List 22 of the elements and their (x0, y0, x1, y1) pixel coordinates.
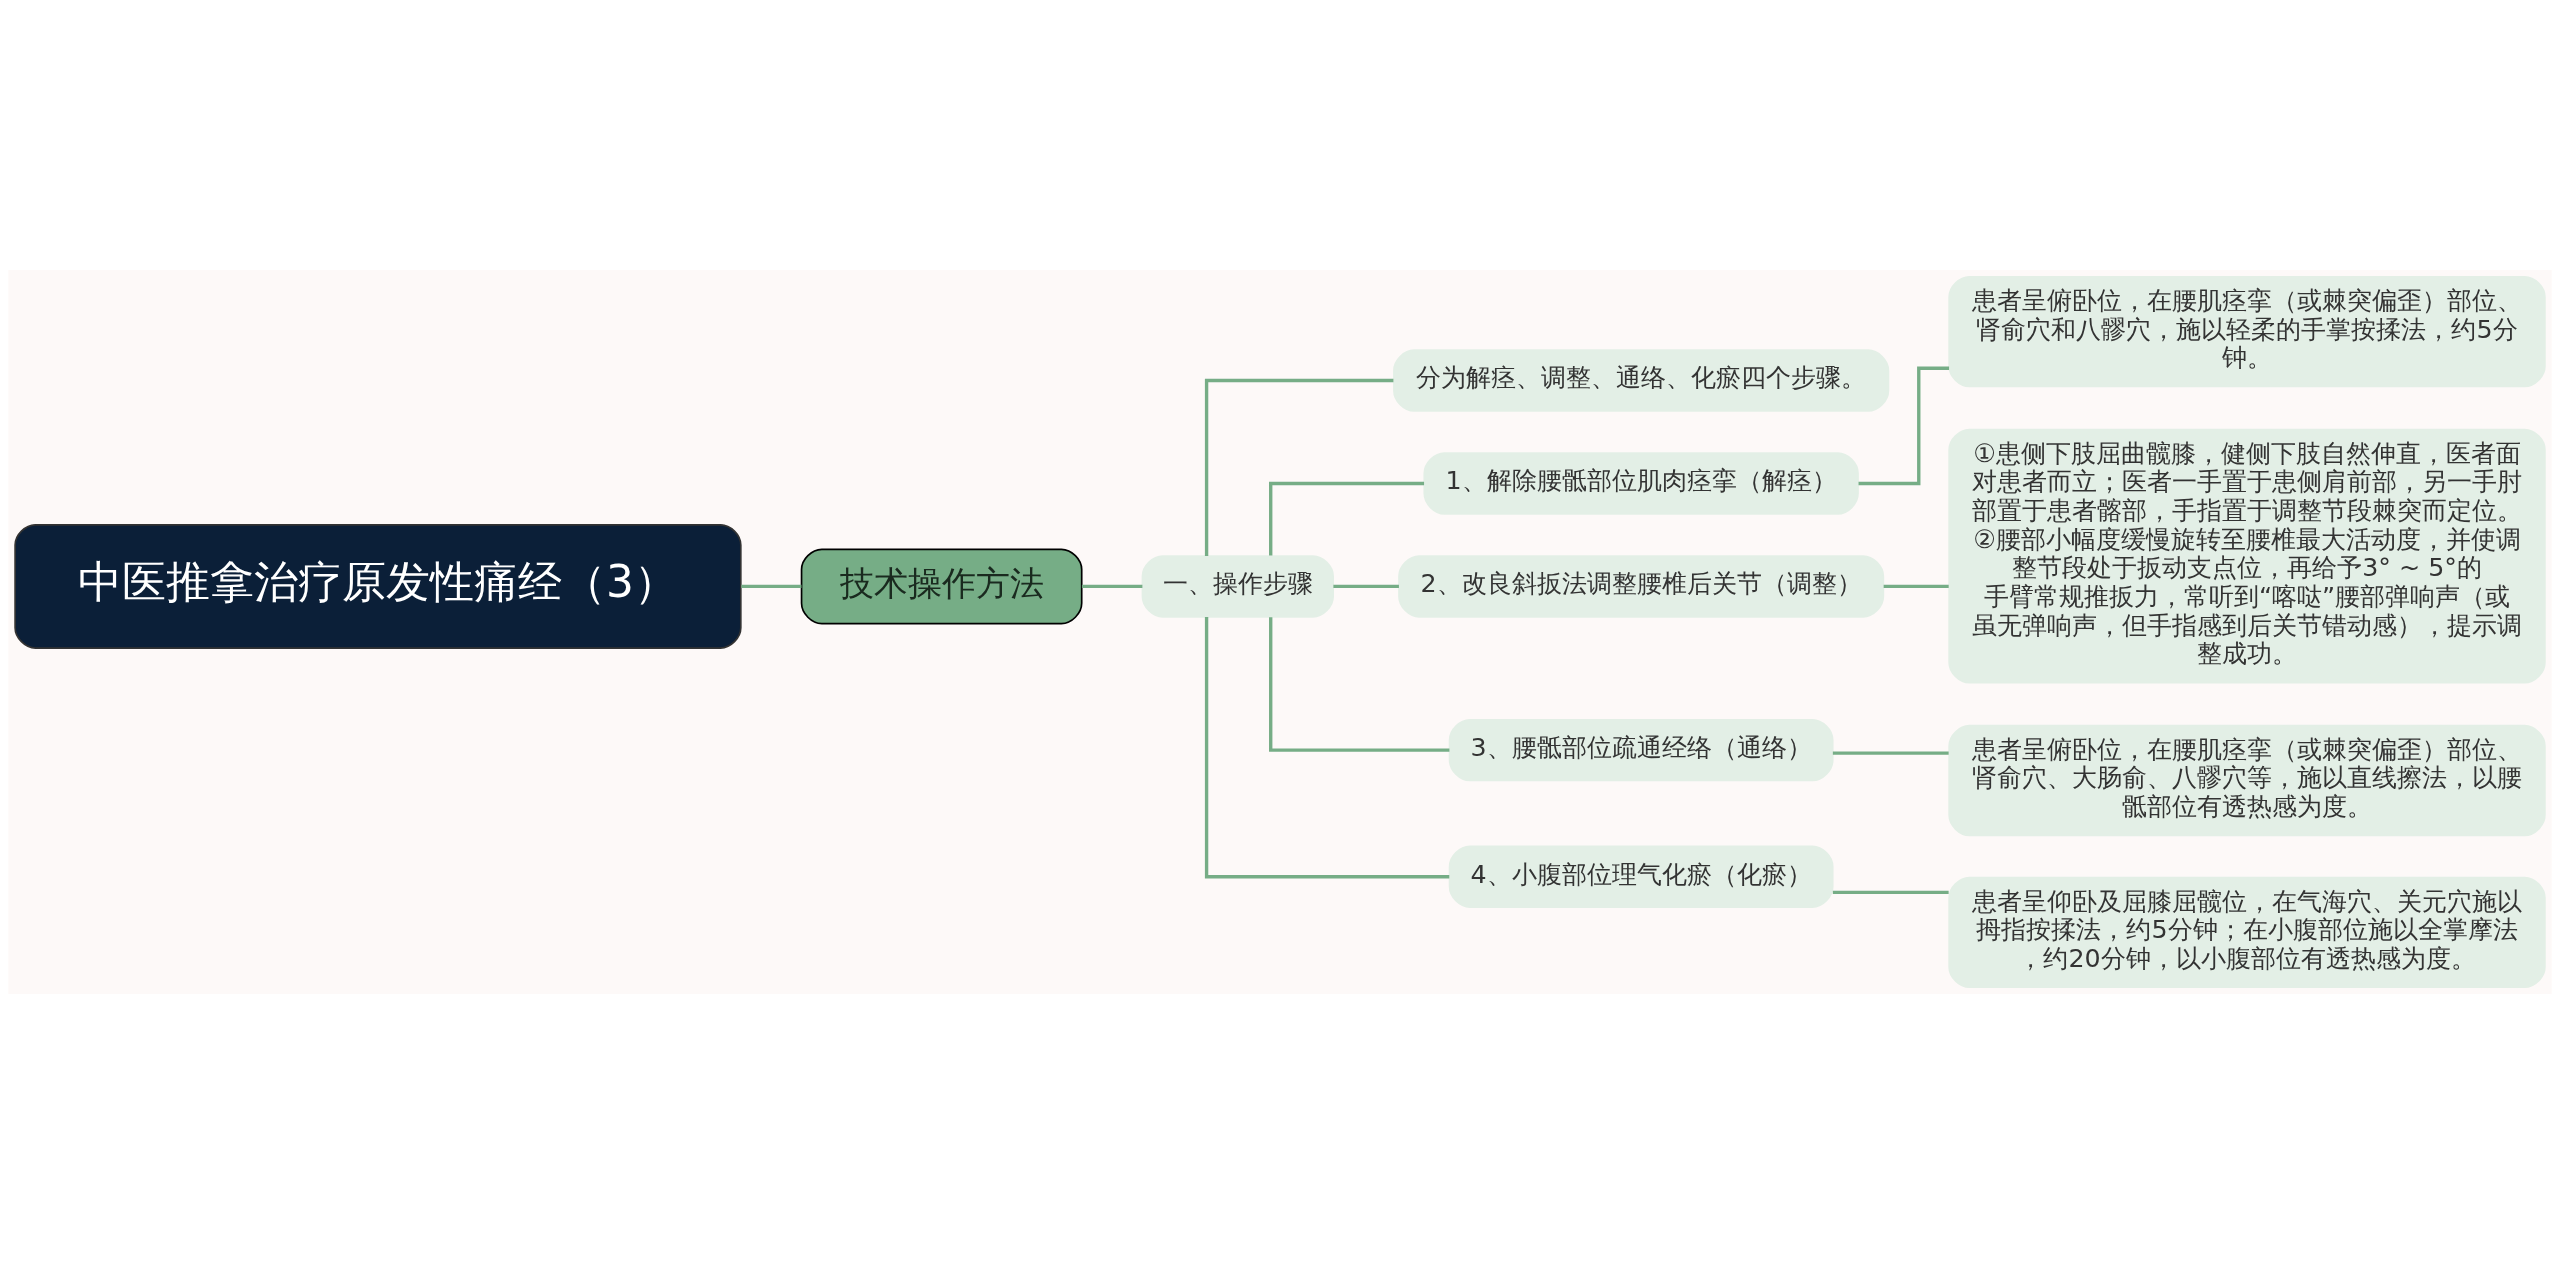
connector (1333, 584, 1399, 588)
connector (1269, 481, 1425, 556)
connector (1832, 750, 1949, 755)
node-box: 患者呈俯卧位，在腰肌痉挛（或棘突偏歪）部位、肾俞穴和八髎穴，施以轻柔的手掌按揉法，约5分钟。 (1948, 275, 2546, 387)
connector (1269, 616, 1450, 752)
node-box: 患者呈俯卧位，在腰肌痉挛（或棘突偏歪）部位、肾俞穴、大肠俞、八髎穴等，施以直线擦法，以腰骶部位有透热感为度。 (1948, 724, 2546, 836)
node-box: 分为解痉、调整、通络、化瘀四个步骤。 (1393, 348, 1890, 412)
connector (741, 584, 802, 588)
connector (1204, 378, 1394, 556)
node-box: ①患侧下肢屈曲髋膝，健侧下肢自然伸直，医者面对患者而立；医者一手置于患侧肩前部，另一手肘部置于患者髂部，手指置于调整节段棘突而定位。②腰部小幅度缓慢旋转至腰椎最大活动度，并使调整节段处于扳动支点位，再给予3° ~ 5°的手臂常规推扳力，常听到“喀哒”腰部弹响声（或虽无弹响声，但手指感到后关节错动感），提示调整成功。 (1948, 428, 2546, 683)
connector (1883, 584, 1949, 588)
connector (1832, 890, 1949, 894)
node-box: 1、解除腰骶部位肌肉痉挛（解痉） (1423, 451, 1859, 515)
node-box: 患者呈仰卧及屈膝屈髋位，在气海穴、关元穴施以拇指按揉法，约5分钟；在小腹部位施以全掌摩法，约20分钟，以小腹部位有透热感为度。 (1948, 876, 2546, 988)
node-box: 中医推拿治疗原发性痛经（3） (14, 523, 742, 649)
connector (1081, 584, 1143, 588)
node-box: 3、腰骶部位疏通经络（通络） (1448, 718, 1834, 781)
node-box: 4、小腹部位理气化瘀（化瘀） (1448, 845, 1834, 908)
connector (1204, 616, 1450, 878)
node-box: 一、操作步骤 (1141, 554, 1334, 618)
node-box: 技术操作方法 (800, 547, 1083, 624)
node-box: 2、改良斜扳法调整腰椎后关节（调整） (1398, 554, 1885, 618)
